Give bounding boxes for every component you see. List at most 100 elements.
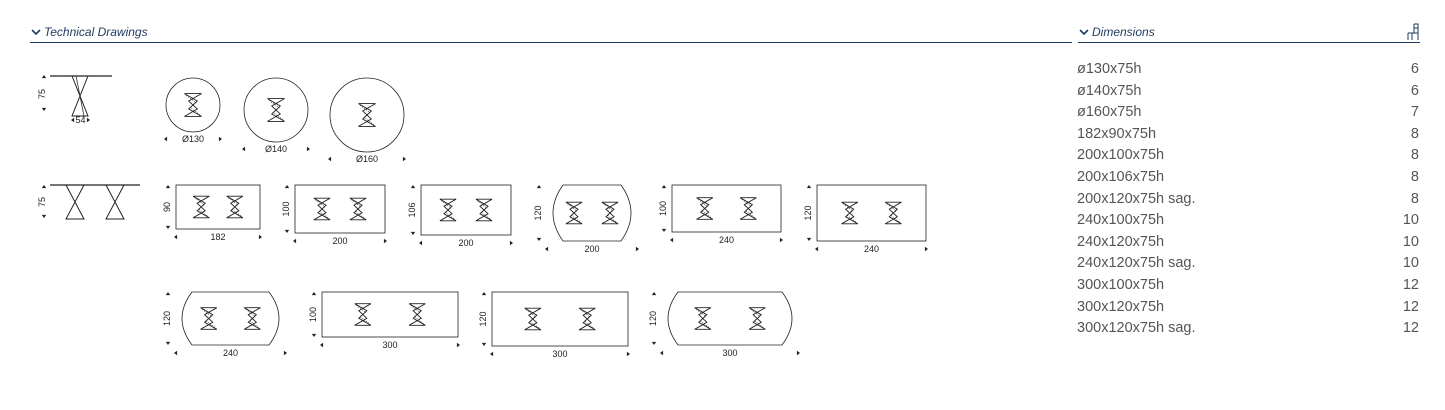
- leg-base-icon: [601, 201, 619, 225]
- dimension-row: ø160x75h 7: [1077, 102, 1419, 124]
- dimension-seats: 8: [1410, 168, 1419, 185]
- dimension-size: 300x120x75h sag.: [1077, 320, 1196, 337]
- dimension-row: 240x100x75h 10: [1077, 210, 1419, 232]
- leg-base-icon: [739, 197, 757, 220]
- dimension-size: 300x120x75h: [1077, 298, 1165, 315]
- table-top-view: 120 240: [162, 286, 293, 368]
- dimension-label: 182: [210, 232, 225, 242]
- table-top-view: 120 300: [648, 286, 806, 368]
- dimension-size: ø130x75h: [1077, 61, 1142, 77]
- dimension-label: 120: [648, 311, 658, 326]
- table-top-view: 100 200: [281, 179, 393, 256]
- leg-base-icon: [475, 198, 493, 222]
- dimension-label: Ø130: [182, 134, 204, 144]
- dimension-row: 200x120x75h sag.8: [1077, 189, 1419, 211]
- dimension-label: 200: [458, 238, 473, 248]
- dimension-size: ø160x75h: [1077, 104, 1142, 121]
- dimension-label: 240: [719, 235, 734, 245]
- dimension-label: 54: [75, 115, 85, 125]
- leg-base-icon: [313, 197, 331, 221]
- dimension-seats: 12: [1402, 276, 1419, 293]
- leg-base-icon: [841, 201, 859, 225]
- round-top-view: Ø160: [322, 74, 412, 175]
- dimension-label: 300: [722, 348, 737, 358]
- dimension-label: Ø140: [265, 144, 287, 154]
- side-view: 75 54: [36, 68, 116, 133]
- dimension-size: ø140x75h: [1077, 82, 1142, 99]
- leg-base-icon: [349, 197, 367, 221]
- table-top-view: 100 300: [308, 286, 466, 360]
- dimension-row: 240x120x75h sag. 10: [1077, 253, 1419, 275]
- leg-base-icon: [524, 307, 542, 331]
- dimension-size: 240x120x75h sag.: [1077, 255, 1196, 272]
- dimension-seats: 6: [1410, 82, 1419, 99]
- side-view: 75: [36, 177, 146, 232]
- leg-base-icon: [748, 307, 766, 330]
- round-top-view: Ø130: [158, 74, 228, 155]
- dimension-label: 90: [162, 202, 172, 212]
- leg-base-icon: [884, 201, 902, 225]
- dimension-size: 240x100x75h: [1077, 212, 1165, 229]
- leg-base-icon: [226, 195, 244, 219]
- dimension-row: 300x100x75h 12: [1077, 275, 1419, 297]
- technical-drawings-header[interactable]: Technical Drawings: [30, 22, 1072, 43]
- dimension-label: 200: [584, 244, 599, 254]
- dimension-label: Ø160: [356, 154, 378, 164]
- dimension-size: 200x106x75h: [1077, 168, 1165, 185]
- dimension-label: 100: [308, 307, 318, 322]
- dimension-row: ø130x75h 6: [1077, 59, 1419, 81]
- dimension-label: 300: [552, 349, 567, 359]
- dimension-label: 120: [478, 311, 488, 326]
- dimension-size: 182x90x75h: [1077, 125, 1157, 142]
- dimension-size: 300x100x75h: [1077, 276, 1165, 293]
- table-top-view: 100 240: [658, 179, 789, 255]
- section-title: Technical Drawings: [44, 25, 148, 39]
- dimension-label: 120: [162, 311, 172, 326]
- dimension-row: 300x120x75h 12: [1077, 297, 1419, 319]
- dimension-seats: 6: [1410, 61, 1419, 77]
- leg-base-icon: [267, 98, 285, 122]
- leg-base-icon: [439, 198, 457, 222]
- leg-base-icon: [408, 303, 426, 326]
- dimension-size: 200x120x75h sag.: [1077, 190, 1196, 207]
- dimension-label: 100: [658, 201, 668, 216]
- round-top-view: Ø140: [236, 74, 316, 165]
- dimension-seats: 10: [1402, 212, 1419, 229]
- dimension-label: 200: [332, 236, 347, 246]
- dimension-label: 300: [382, 340, 397, 350]
- leg-base-icon: [192, 195, 210, 219]
- dimensions-header[interactable]: Dimensions: [1078, 22, 1420, 43]
- dimension-seats: 12: [1402, 298, 1419, 315]
- dimension-label: 120: [803, 205, 813, 220]
- dimension-size: 200x100x75h: [1077, 147, 1165, 164]
- dimension-row: 182x90x75h 8: [1077, 124, 1419, 146]
- leg-base-icon: [565, 201, 583, 225]
- leg-base-icon: [358, 103, 376, 127]
- table-top-view: 90 182: [162, 179, 268, 252]
- leg-base-icon: [578, 307, 596, 331]
- leg-base-icon: [696, 197, 714, 220]
- dimension-label: 100: [281, 201, 291, 216]
- dimension-row: 200x106x75h 8: [1077, 167, 1419, 189]
- dimension-label: 240: [864, 244, 879, 254]
- dimension-row: ø140x75h 6: [1077, 81, 1419, 103]
- table-top-view: 120 200: [533, 179, 645, 264]
- dimension-seats: 12: [1402, 320, 1419, 337]
- dimension-seats: 8: [1410, 125, 1419, 142]
- leg-base-icon: [200, 307, 218, 330]
- dimension-label: 75: [37, 89, 47, 99]
- dimension-label: 120: [533, 205, 543, 220]
- dimension-seats: 7: [1410, 104, 1419, 121]
- chevron-down-icon: [31, 29, 41, 36]
- dimension-label: 75: [37, 197, 47, 207]
- leg-base-icon: [184, 93, 202, 117]
- dimension-seats: 10: [1402, 255, 1419, 272]
- table-top-view: 120 240: [803, 179, 934, 264]
- chevron-down-icon: [1079, 29, 1089, 36]
- dimension-label: 240: [223, 348, 238, 358]
- dimension-row: 300x120x75h sag. 12: [1077, 318, 1419, 340]
